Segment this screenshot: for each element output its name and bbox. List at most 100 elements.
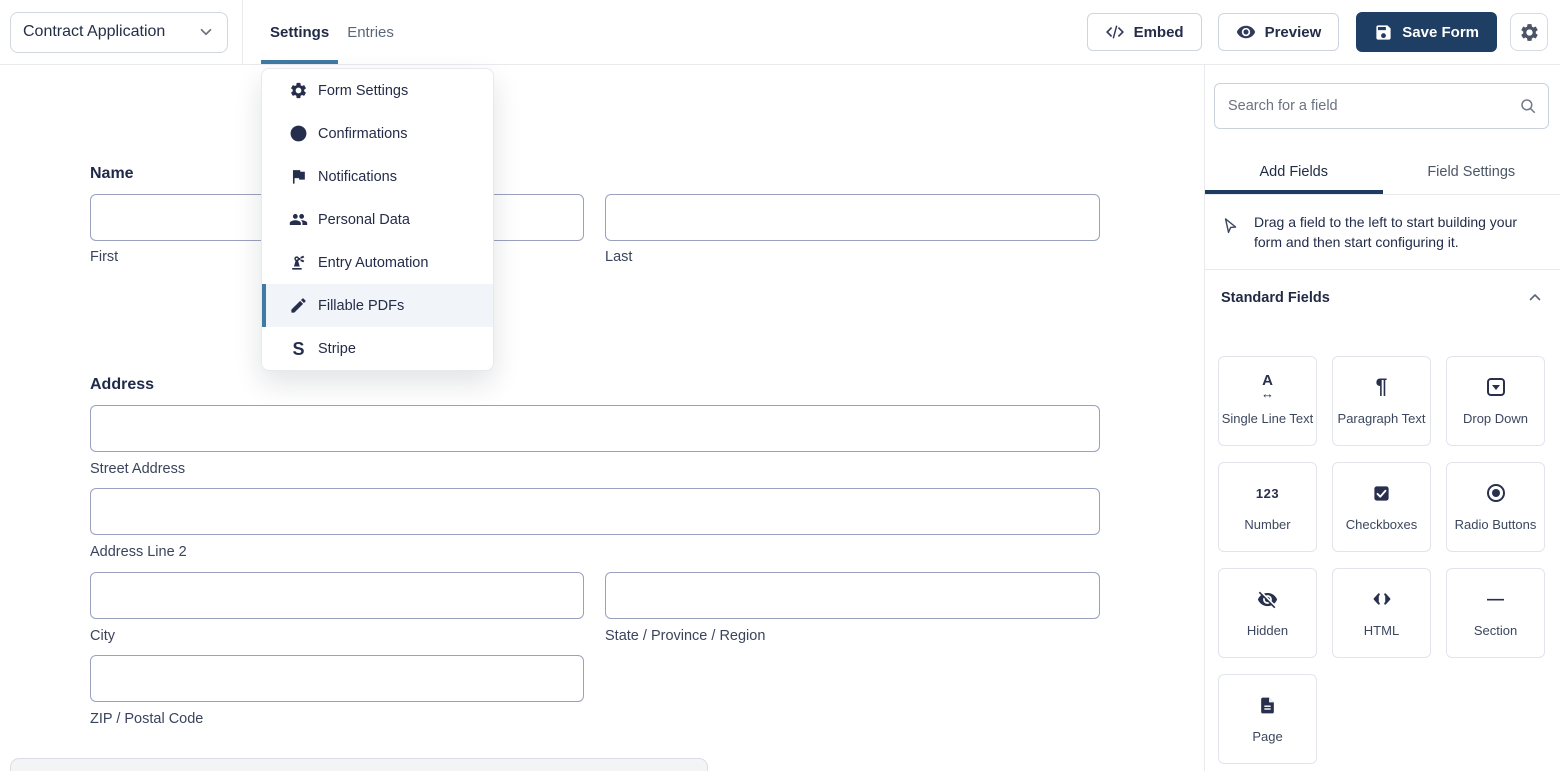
header-actions: Embed Preview Save Form: [1086, 12, 1560, 52]
tab-settings[interactable]: Settings: [261, 0, 338, 64]
embed-button[interactable]: Embed: [1086, 13, 1202, 51]
field-card-label: Hidden: [1246, 623, 1289, 639]
save-form-button-label: Save Form: [1402, 23, 1479, 41]
street-address-sublabel: Street Address: [90, 461, 186, 477]
field-card-label: Drop Down: [1462, 411, 1529, 427]
field-card-label: Section: [1473, 623, 1518, 639]
menu-item-confirmations[interactable]: Confirmations: [262, 112, 493, 155]
field-card-label: Single Line Text: [1221, 411, 1314, 427]
sidebar-tabs: Add Fields Field Settings: [1205, 149, 1560, 195]
code-icon: [1105, 25, 1124, 39]
stripe-icon: S: [292, 338, 305, 359]
zip-sublabel: ZIP / Postal Code: [90, 711, 204, 727]
field-card-number[interactable]: 123 Number: [1218, 461, 1317, 552]
menu-item-label: Entry Automation: [318, 254, 429, 271]
chevron-up-icon[interactable]: [1526, 289, 1544, 307]
address-field-label: Address: [90, 376, 155, 393]
icon-glyph: A: [1262, 372, 1273, 390]
page-icon: [1258, 693, 1277, 717]
flag-icon: [289, 167, 308, 186]
tab-add-fields[interactable]: Add Fields: [1205, 149, 1383, 194]
field-card-label: Number: [1244, 517, 1291, 533]
standard-fields-header[interactable]: Standard Fields: [1221, 289, 1544, 307]
number-icon: 123: [1255, 485, 1280, 501]
radio-icon: [1486, 481, 1505, 505]
form-tabs: Settings Entries: [261, 0, 403, 64]
icon-glyph: ↔: [1261, 385, 1274, 401]
field-card-label: Radio Buttons: [1454, 517, 1537, 533]
tab-entries-label: Entries: [347, 23, 394, 41]
save-icon: [1376, 24, 1391, 40]
pen-icon: [289, 296, 308, 315]
people-icon: [289, 210, 308, 229]
field-card-hidden[interactable]: Hidden: [1218, 567, 1317, 658]
settings-dropdown-menu: Form Settings Confirmations Notification…: [261, 68, 494, 371]
field-card-radio-buttons[interactable]: Radio Buttons: [1446, 461, 1545, 552]
form-selector-area: Contract Application: [0, 0, 243, 64]
field-card-paragraph-text[interactable]: ¶ Paragraph Text: [1332, 355, 1431, 446]
address-line2-input[interactable]: [90, 488, 1100, 535]
last-name-sublabel: Last: [605, 249, 633, 265]
field-card-label: Page: [1252, 729, 1283, 745]
field-search-input[interactable]: [1214, 83, 1549, 129]
drag-instruction: Drag a field to the left to start buildi…: [1205, 195, 1560, 270]
robot-arm-icon: [289, 253, 308, 272]
next-section-peek[interactable]: [10, 758, 708, 771]
save-form-button[interactable]: Save Form: [1356, 12, 1497, 52]
field-card-section[interactable]: — Section: [1446, 567, 1545, 658]
street-address-input[interactable]: [90, 405, 1100, 452]
paragraph-icon: ¶: [1375, 375, 1388, 399]
search-icon: [1521, 99, 1536, 114]
cursor-icon: [1224, 218, 1237, 234]
form-settings-gear-button[interactable]: [1510, 13, 1548, 51]
city-input[interactable]: [90, 572, 584, 619]
field-card-checkboxes[interactable]: Checkboxes: [1332, 461, 1431, 552]
tab-field-settings[interactable]: Field Settings: [1383, 149, 1560, 194]
chevron-down-icon: [200, 28, 212, 36]
preview-button-label: Preview: [1264, 23, 1322, 41]
menu-item-entry-automation[interactable]: Entry Automation: [262, 241, 493, 284]
name-field-label: Name: [90, 165, 134, 182]
menu-item-label: Fillable PDFs: [318, 297, 405, 314]
zip-input[interactable]: [90, 655, 584, 702]
drag-instruction-text: Drag a field to the left to start buildi…: [1254, 214, 1518, 251]
menu-item-label: Confirmations: [318, 125, 408, 142]
last-name-input[interactable]: [605, 194, 1100, 241]
tab-settings-label: Settings: [270, 23, 330, 41]
field-card-label: HTML: [1363, 623, 1400, 639]
first-name-sublabel: First: [90, 249, 119, 265]
eye-icon: [1236, 25, 1255, 39]
address-line2-sublabel: Address Line 2: [90, 544, 187, 560]
state-input[interactable]: [605, 572, 1100, 619]
tab-field-settings-label: Field Settings: [1427, 163, 1516, 180]
tab-add-fields-label: Add Fields: [1259, 163, 1328, 180]
gear-icon: [1520, 23, 1538, 41]
code-icon: [1371, 587, 1393, 611]
menu-item-notifications[interactable]: Notifications: [262, 155, 493, 198]
fields-sidebar: Add Fields Field Settings Drag a field t…: [1204, 65, 1560, 771]
dropdown-icon: [1486, 375, 1505, 399]
field-card-page[interactable]: Page: [1218, 673, 1317, 764]
field-card-drop-down[interactable]: Drop Down: [1446, 355, 1545, 446]
form-selector-value: Contract Application: [23, 23, 166, 40]
menu-item-personal-data[interactable]: Personal Data: [262, 198, 493, 241]
tab-entries[interactable]: Entries: [338, 0, 403, 64]
embed-button-label: Embed: [1133, 23, 1184, 41]
gear-icon: [289, 81, 308, 100]
preview-button[interactable]: Preview: [1217, 13, 1340, 51]
menu-item-label: Form Settings: [318, 82, 409, 99]
checkbox-icon: [1372, 481, 1391, 505]
field-card-label: Paragraph Text: [1337, 411, 1426, 427]
field-card-single-line-text[interactable]: A ↔ Single Line Text: [1218, 355, 1317, 446]
menu-item-stripe[interactable]: S Stripe: [262, 327, 493, 370]
top-toolbar: Contract Application Settings Entries Em…: [0, 0, 1560, 65]
form-selector-dropdown[interactable]: Contract Application: [10, 11, 228, 53]
minus-icon: —: [1487, 589, 1504, 609]
menu-item-label: Stripe: [318, 340, 356, 357]
menu-item-form-settings[interactable]: Form Settings: [262, 69, 493, 112]
field-card-label: Checkboxes: [1345, 517, 1418, 533]
field-card-html[interactable]: HTML: [1332, 567, 1431, 658]
standard-fields-title: Standard Fields: [1221, 289, 1330, 306]
eye-off-icon: [1257, 587, 1278, 611]
menu-item-fillable-pdfs[interactable]: Fillable PDFs: [262, 284, 493, 327]
